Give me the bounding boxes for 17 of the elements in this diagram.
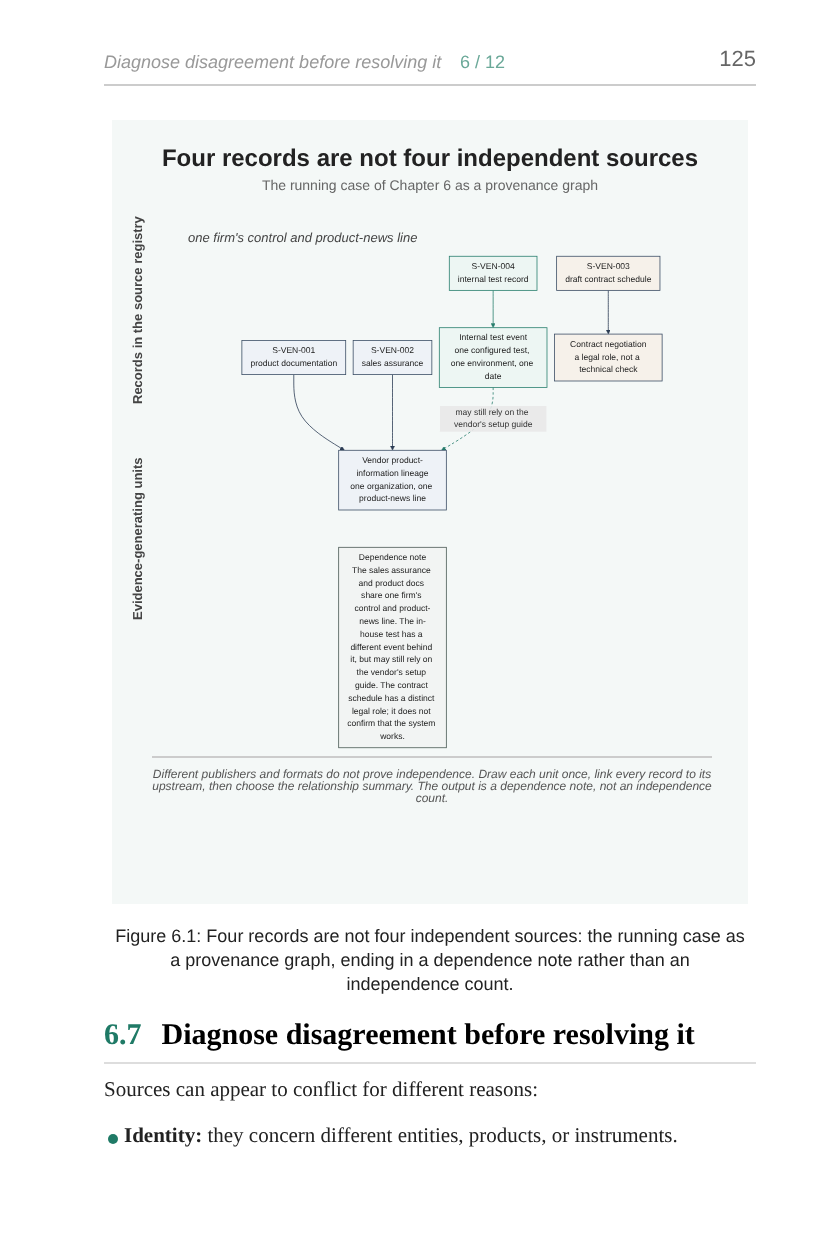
figure-title: Four records are not four independent sources [159, 144, 701, 172]
figure-caption: Figure 6.1: Four records are not four independent sources: the running case as a provenance graph, ending in a dependence note rather than an independence count. [113, 924, 747, 997]
page-progress: 6 / 12 [460, 52, 506, 72]
paragraph: Sources can appear to conflict for different reasons: [104, 1080, 539, 1102]
node-box [448, 255, 538, 291]
bullet-item: Identity: they concern different entities, products, or instruments. [124, 1126, 678, 1148]
node-box [438, 327, 548, 388]
section-heading: Diagnose disagreement before resolving it [161, 1020, 695, 1052]
node-box [352, 340, 433, 375]
section-number: 6.7 [104, 1020, 142, 1052]
node-box [554, 333, 663, 382]
running-header: Diagnose disagreement before resolving it [104, 52, 442, 72]
node-box [241, 340, 347, 375]
node-box [338, 449, 447, 511]
node-box [338, 546, 447, 749]
page-number: 125 [719, 48, 756, 72]
node-box [556, 255, 661, 291]
